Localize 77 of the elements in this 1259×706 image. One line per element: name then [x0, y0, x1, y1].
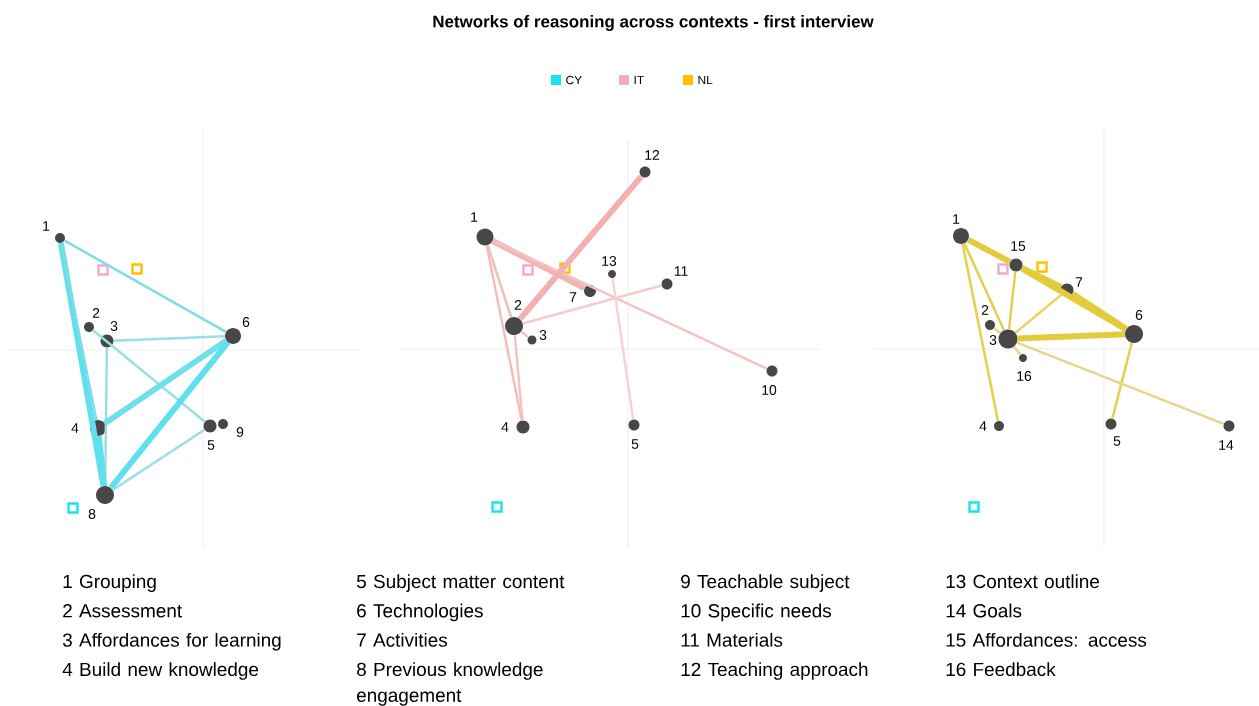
key-item: 10 Specific needs — [681, 603, 831, 622]
key-item: 14 Goals — [946, 603, 1022, 618]
title: Networks of reasoning across contexts - first interview — [433, 15, 874, 31]
connector-line — [961, 243, 1000, 422]
point-label: 1 — [43, 221, 50, 231]
point-label: 16 — [1017, 371, 1032, 381]
key-item: 8 Previous knowledge engagement — [357, 662, 543, 706]
connector-line — [513, 335, 524, 421]
key-item: 9 Teachable subject — [681, 574, 850, 592]
point-label: 8 — [88, 509, 96, 519]
point-label: 10 — [762, 385, 777, 395]
point-label: 3 — [110, 321, 118, 331]
point-label: 5 — [1113, 436, 1121, 446]
legend-label: IT — [634, 75, 644, 85]
connector-line — [95, 435, 108, 487]
connector-line — [1020, 265, 1063, 290]
key-item: 12 Teaching approach — [681, 662, 868, 680]
connector-line — [491, 238, 586, 291]
point-label: 5 — [207, 440, 215, 450]
point-label: 15 — [1011, 241, 1026, 251]
point-label: 2 — [514, 300, 522, 310]
key-item: 15 Affordances: access — [946, 632, 1147, 647]
point-label: 14 — [1219, 440, 1234, 450]
key-item: 1 Grouping — [63, 574, 156, 592]
key-item: 11 Materials — [681, 632, 783, 647]
point-label: 2 — [981, 305, 989, 315]
connector-line — [1007, 271, 1017, 330]
connector-line — [108, 340, 231, 490]
point-label: 4 — [979, 421, 987, 431]
connector-line — [113, 335, 225, 342]
key-item: 5 Subject matter content — [356, 574, 565, 592]
connector-line — [486, 244, 513, 318]
legend-label: NL — [698, 75, 713, 85]
connector-line — [1020, 265, 1128, 332]
connector-line — [492, 239, 768, 370]
point-label: 3 — [539, 330, 547, 340]
connector-line — [63, 239, 227, 334]
connector-line — [963, 242, 1006, 331]
key-item: 2 Assessment — [63, 604, 182, 618]
connector-line — [517, 174, 644, 321]
point-label: 13 — [602, 256, 617, 266]
point-label: 1 — [471, 212, 478, 222]
connector-line — [611, 277, 635, 420]
point-label: 12 — [645, 150, 660, 160]
connector-line — [1013, 345, 1022, 356]
key-item: 6 Technologies — [357, 603, 483, 622]
connector-line — [993, 327, 1002, 335]
key-item: 4 Build new knowledge — [62, 662, 259, 680]
point-label: 5 — [631, 439, 639, 449]
point-label: 4 — [501, 422, 509, 432]
point-label: 3 — [989, 335, 997, 345]
point-label: 6 — [242, 317, 250, 327]
point-label: 11 — [674, 266, 688, 276]
point-label: 2 — [92, 308, 100, 318]
point-label: 9 — [236, 427, 244, 437]
connector-line — [103, 338, 228, 426]
connector-line — [59, 242, 98, 421]
key-item: 16 Feedback — [946, 662, 1056, 677]
point-label: 6 — [1135, 310, 1143, 320]
key-item: 7 Activities — [357, 632, 448, 647]
key-item: 13 Context outline — [946, 574, 1099, 589]
connector-line — [1014, 293, 1063, 334]
connector-line — [92, 329, 206, 423]
point-label: 7 — [569, 292, 577, 302]
connector-line — [520, 330, 530, 339]
point-label: 7 — [1075, 277, 1083, 287]
connector-line — [485, 245, 523, 421]
connector-line — [112, 428, 206, 491]
point-label: 4 — [71, 423, 79, 433]
key-item: 3 Affordances for learning — [62, 632, 281, 651]
legend-label: CY — [566, 75, 582, 85]
connector-line — [966, 237, 1012, 265]
connector-line — [1111, 342, 1133, 419]
connector-line — [1016, 341, 1225, 426]
point-label: 1 — [953, 214, 960, 224]
connector-line — [522, 284, 662, 325]
connector-line — [1017, 331, 1125, 342]
